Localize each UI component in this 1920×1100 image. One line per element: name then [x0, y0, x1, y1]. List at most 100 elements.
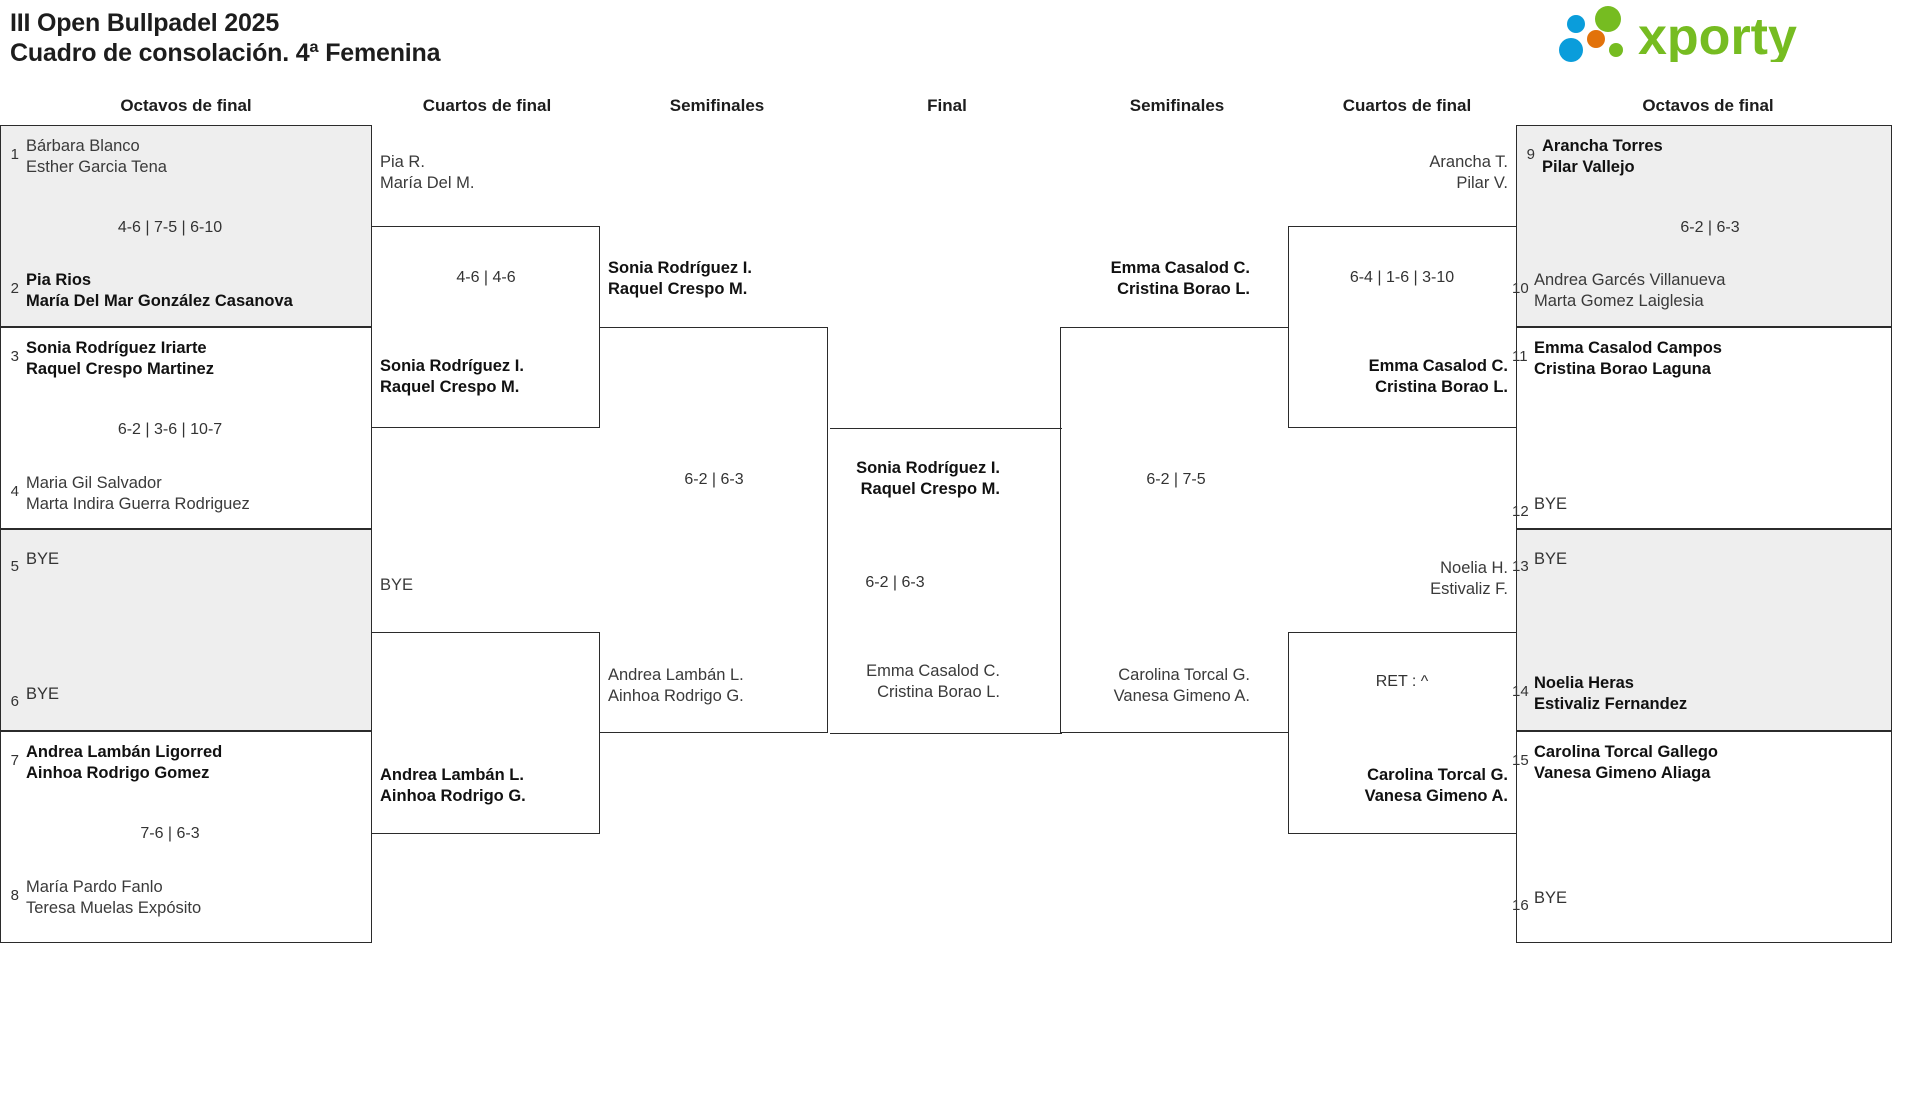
player-name: Sonia Rodríguez I. — [608, 259, 752, 277]
pair-left-sf-2[interactable]: Andrea Lambán L. Ainhoa Rodrigo G. — [608, 665, 744, 707]
match-box-left-r16-4[interactable] — [0, 731, 372, 943]
player-name: Emma Casalod C. — [866, 662, 1000, 680]
entry-left-r16-8[interactable]: 8 María Pardo Fanlo Teresa Muelas Expósi… — [4, 877, 202, 919]
pair-right-sf-1[interactable]: Emma Casalod C. Cristina Borao L. — [1040, 258, 1250, 300]
player-name: Andrea Garcés Villanueva — [1534, 271, 1726, 289]
entry-right-r16-11[interactable]: 11 Emma Casalod Campos Cristina Borao La… — [1512, 338, 1722, 380]
pair-right-sf-2[interactable]: Carolina Torcal G. Vanesa Gimeno A. — [1040, 665, 1250, 707]
player-name: Estivaliz F. — [1430, 580, 1508, 598]
entry-right-r16-10[interactable]: 10 Andrea Garcés Villanueva Marta Gomez … — [1512, 270, 1725, 312]
pair-right-qf-1[interactable]: Arancha T. Pilar V. — [1296, 152, 1508, 194]
seed-number: 1 — [10, 146, 19, 163]
match-box-left-r16-3[interactable] — [0, 529, 372, 731]
seed-number: 8 — [10, 887, 19, 904]
seed-number: 11 — [1512, 348, 1528, 365]
player-name: Pia R. — [380, 153, 425, 171]
player-name: Arancha Torres — [1542, 137, 1663, 155]
connector-left-qf-2 — [372, 632, 600, 834]
connector-left-sf — [600, 327, 828, 733]
entry-left-r16-4[interactable]: 4 Maria Gil Salvador Marta Indira Guerra… — [4, 473, 250, 515]
player-name: Vanesa Gimeno A. — [1113, 687, 1250, 705]
entry-left-r16-5[interactable]: 5 BYE — [4, 548, 59, 577]
seed-number: 14 — [1512, 683, 1529, 700]
player-name: Raquel Crespo Martinez — [26, 360, 214, 378]
player-name: Teresa Muelas Expósito — [26, 899, 202, 917]
round-header-right-qf: Cuartos de final — [1342, 96, 1472, 115]
player-name: Raquel Crespo M. — [380, 378, 520, 396]
entry-right-r16-16[interactable]: 16 BYE — [1512, 887, 1567, 916]
seed-number: 12 — [1512, 503, 1529, 520]
match-box-right-r16-1[interactable] — [1516, 125, 1892, 327]
connector-right-qf-1 — [1288, 226, 1516, 428]
player-name: Maria Gil Salvador — [26, 474, 162, 492]
score-left-qf-1: 4-6 | 4-6 — [456, 269, 516, 286]
connector-right-qf-2 — [1288, 632, 1516, 834]
player-name: Vanesa Gimeno Aliaga — [1534, 764, 1711, 782]
score-right-qf-1: 6-4 | 1-6 | 3-10 — [1349, 269, 1455, 286]
seed-number: 5 — [10, 558, 19, 575]
match-box-right-r16-4[interactable] — [1516, 731, 1892, 943]
pair-left-qf-3[interactable]: BYE — [380, 575, 413, 596]
bye-label: BYE — [1534, 889, 1568, 907]
entry-left-r16-6[interactable]: 6 BYE — [4, 683, 59, 712]
entry-right-r16-14[interactable]: 14 Noelia Heras Estivaliz Fernandez — [1512, 673, 1687, 715]
player-name: Carolina Torcal Gallego — [1534, 743, 1718, 761]
connector-final — [830, 428, 1062, 734]
connector-left-qf-1 — [372, 226, 600, 428]
match-box-right-r16-3[interactable] — [1516, 529, 1892, 731]
player-name: Emma Casalod C. — [1110, 259, 1250, 277]
score-right-qf-2: RET : ^ — [1375, 673, 1429, 690]
seed-number: 9 — [1526, 146, 1535, 163]
seed-number: 4 — [10, 483, 19, 500]
round-header-right-r16: Octavos de final — [1642, 96, 1774, 115]
player-name: Ainhoa Rodrigo G. — [608, 687, 744, 705]
pair-right-qf-2[interactable]: Emma Casalod C. Cristina Borao L. — [1296, 356, 1508, 398]
match-box-right-r16-2[interactable] — [1516, 327, 1892, 529]
player-name: Pia Rios — [26, 271, 92, 289]
player-name: Sonia Rodríguez I. — [856, 459, 1000, 477]
entry-right-r16-15[interactable]: 15 Carolina Torcal Gallego Vanesa Gimeno… — [1512, 742, 1718, 784]
player-name: Raquel Crespo M. — [860, 480, 1000, 498]
player-name: Bárbara Blanco — [26, 137, 140, 155]
entry-right-r16-13[interactable]: 13 BYE — [1512, 548, 1567, 577]
pair-left-qf-4[interactable]: Andrea Lambán L. Ainhoa Rodrigo G. — [380, 765, 526, 807]
seed-number: 2 — [10, 280, 19, 297]
xporty-logo[interactable]: xporty — [1538, 6, 1908, 62]
player-name: María Del M. — [380, 174, 475, 192]
player-name: Ainhoa Rodrigo Gomez — [26, 764, 210, 782]
entry-right-r16-12[interactable]: 12 BYE — [1512, 493, 1567, 522]
pair-final-1[interactable]: Sonia Rodríguez I. Raquel Crespo M. — [780, 458, 1000, 500]
player-name: Carolina Torcal G. — [1118, 666, 1250, 684]
score-left-r16-4: 7-6 | 6-3 — [140, 825, 200, 842]
score-right-r16-1: 6-2 | 6-3 — [1680, 219, 1740, 236]
player-name: Andrea Lambán Ligorred — [26, 743, 223, 761]
pair-left-sf-1[interactable]: Sonia Rodríguez I. Raquel Crespo M. — [608, 258, 752, 300]
player-name: Marta Indira Guerra Rodriguez — [26, 495, 250, 513]
score-left-r16-1: 4-6 | 7-5 | 6-10 — [117, 219, 223, 236]
match-box-left-r16-1[interactable] — [0, 125, 372, 327]
draw-subtitle: Cuadro de consolación. 4ª Femenina — [10, 39, 441, 67]
pair-right-qf-4[interactable]: Carolina Torcal G. Vanesa Gimeno A. — [1296, 765, 1508, 807]
player-name: Andrea Lambán L. — [380, 766, 524, 784]
seed-number: 13 — [1512, 558, 1529, 575]
player-name: Estivaliz Fernandez — [1534, 695, 1688, 713]
svg-text:xporty: xporty — [1638, 8, 1797, 62]
entry-left-r16-7[interactable]: 7 Andrea Lambán Ligorred Ainhoa Rodrigo … — [4, 742, 223, 784]
player-name: Cristina Borao L. — [877, 683, 1000, 701]
player-name: Vanesa Gimeno A. — [1364, 787, 1508, 805]
pair-final-2[interactable]: Emma Casalod C. Cristina Borao L. — [780, 661, 1000, 703]
entry-left-r16-1[interactable]: 1 Bárbara Blanco Esther Garcia Tena — [4, 136, 167, 178]
entry-left-r16-3[interactable]: 3 Sonia Rodríguez Iriarte Raquel Crespo … — [4, 338, 214, 380]
player-name: Sonia Rodríguez Iriarte — [26, 339, 207, 357]
pair-right-qf-3[interactable]: Noelia H. Estivaliz F. — [1296, 558, 1508, 600]
player-name: Cristina Borao L. — [1117, 280, 1250, 298]
tournament-name: III Open Bullpadel 2025 — [10, 9, 280, 37]
entry-left-r16-2[interactable]: 2 Pia Rios María Del Mar González Casano… — [4, 270, 293, 312]
match-box-left-r16-2[interactable] — [0, 327, 372, 529]
pair-left-qf-1[interactable]: Pia R. María Del M. — [380, 152, 474, 194]
player-name: María Del Mar González Casanova — [26, 292, 293, 310]
pair-left-qf-2[interactable]: Sonia Rodríguez I. Raquel Crespo M. — [380, 356, 524, 398]
entry-right-r16-9[interactable]: 9 Arancha Torres Pilar Vallejo — [1520, 136, 1663, 178]
player-name: Noelia H. — [1440, 559, 1508, 577]
